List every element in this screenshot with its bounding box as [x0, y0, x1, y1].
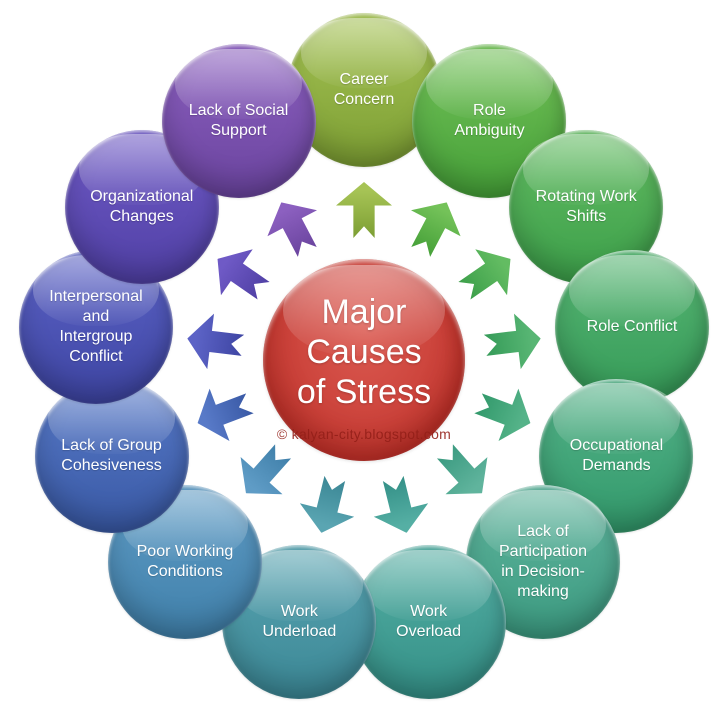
arrow-lack-of-participation: [424, 433, 503, 512]
arrow-lack-of-social-support: [256, 189, 332, 265]
cause-label-role-conflict: Role Conflict: [586, 318, 678, 336]
cause-label-lack-of-participation: Lack of Participation in Decision- makin…: [499, 523, 588, 601]
arrow-poor-working-conditions: [225, 433, 304, 512]
arrow-organizational-changes: [202, 236, 280, 314]
arrow-role-ambiguity: [396, 189, 472, 265]
cause-label-lack-of-social-support: Lack of Social Support: [188, 101, 289, 139]
cause-label-interpersonal-conflict: Interpersonal and Intergroup Conflict: [49, 288, 143, 366]
cause-circle-lack-of-social-support: Lack of Social Support: [161, 43, 316, 198]
arrow-occupational-demands: [468, 377, 540, 449]
cause-label-poor-working-conditions: Poor Working Conditions: [136, 543, 234, 581]
cause-label-career-concern: Career Concern: [333, 71, 395, 108]
cause-label-lack-of-group-cohesiveness: Lack of Group Cohesiveness: [61, 436, 162, 474]
arrow-career-concern: [336, 182, 392, 238]
cause-circle-role-conflict: Role Conflict: [555, 250, 710, 405]
arrow-interpersonal-conflict: [184, 311, 246, 373]
cause-label-organizational-changes: Organizational Changes: [90, 187, 194, 225]
arrow-rotating-work-shifts: [448, 236, 526, 314]
cause-label-work-overload: Work Overload: [396, 603, 462, 641]
diagram-title: Major Causes of Stress: [296, 293, 432, 411]
cause-label-role-ambiguity: Role Ambiguity: [454, 101, 525, 139]
arrow-work-underload: [294, 472, 362, 540]
arrow-work-overload: [366, 472, 434, 540]
watermark-text: © kalyan-city.blogspot.com: [276, 426, 452, 442]
cause-label-rotating-work-shifts: Rotating Work Shifts: [535, 187, 637, 225]
cause-label-work-underload: Work Underload: [262, 603, 337, 641]
center-circle: Major Causes of Stress © kalyan-city.blo…: [263, 259, 465, 461]
cause-label-occupational-demands: Occupational Demands: [569, 436, 664, 474]
arrow-lack-of-group-cohesiveness: [188, 377, 260, 449]
cause-circle-role-ambiguity: Role Ambiguity: [412, 43, 567, 198]
arrow-role-conflict: [482, 311, 544, 373]
cause-circle-work-overload: Work Overload: [351, 545, 506, 700]
